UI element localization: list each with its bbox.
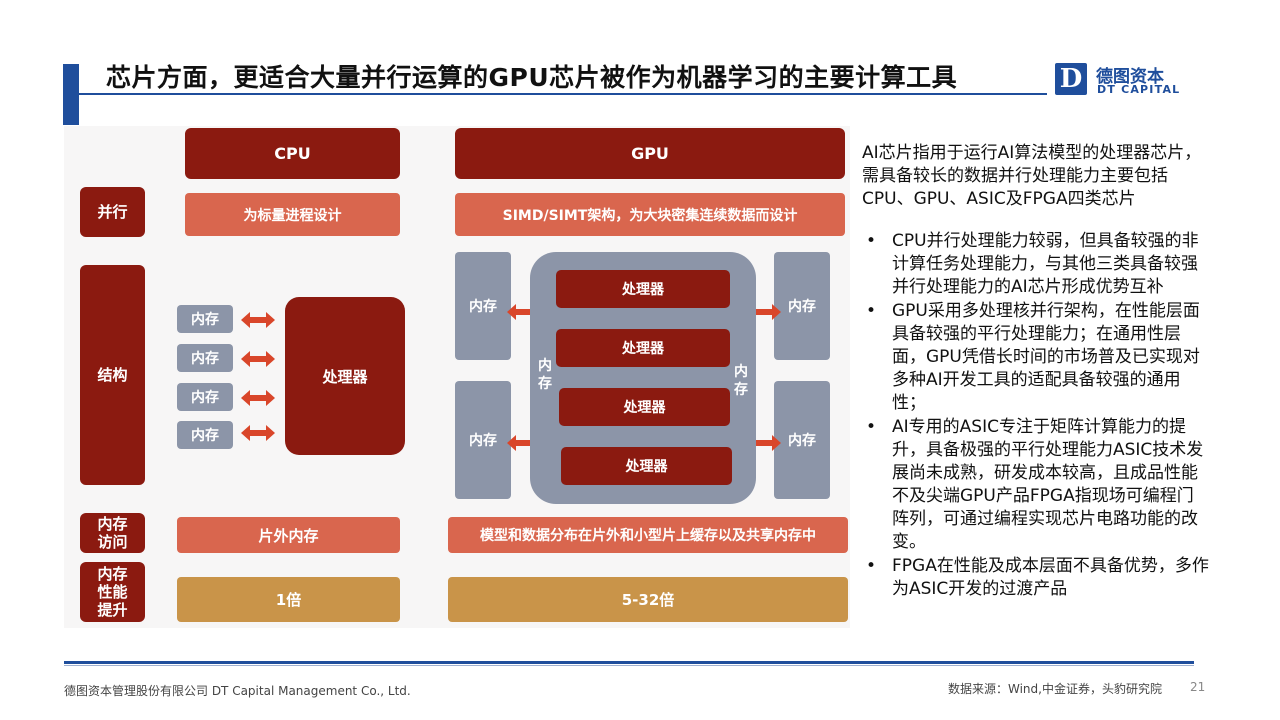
double-arrow-icon <box>241 312 275 328</box>
gpu-processor-block: 处理器 <box>561 447 732 485</box>
cpu-memory-block: 内存 <box>177 421 233 449</box>
gpu-title: GPU <box>455 128 845 179</box>
double-arrow-icon <box>241 390 275 406</box>
bullet-dot-icon: • <box>866 301 877 321</box>
title-divider <box>79 93 1047 95</box>
footer-divider-thin <box>64 665 1194 666</box>
gpu-core-cluster: 内 存 内 存 处理器 处理器 处理器 处理器 <box>530 252 756 504</box>
bullet-item: • CPU并行处理能力较弱，但具备较强的非计算任务处理能力，与其他三类具备较强并行… <box>862 230 1210 299</box>
double-arrow-icon <box>241 351 275 367</box>
gpu-parallel-cell: SIMD/SIMT架构，为大块密集连续数据而设计 <box>455 193 845 236</box>
gpu-inner-memory-label: 内 存 <box>538 358 552 392</box>
gpu-mem-access-cell: 模型和数据分布在片外和小型片上缓存以及共享内存中 <box>448 517 848 553</box>
cpu-parallel-cell: 为标量进程设计 <box>185 193 400 236</box>
bullet-dot-icon: • <box>866 231 877 251</box>
cpu-title: CPU <box>185 128 400 179</box>
bullet-dot-icon: • <box>866 417 877 437</box>
page-number: 21 <box>1190 680 1206 694</box>
gpu-memory-block: 内存 <box>455 252 511 360</box>
intro-paragraph: AI芯片指用于运行AI算法模型的处理器芯片，需具备较长的数据并行处理能力主要包括… <box>862 143 1202 209</box>
row-label-mem-perf: 内存 性能 提升 <box>80 562 145 622</box>
cpu-memory-block: 内存 <box>177 383 233 411</box>
cpu-gpu-comparison-diagram: CPU GPU 并行 结构 内存 访问 内存 性能 提升 为标量进程设计 SIM… <box>64 126 850 628</box>
footer-source: 数据来源：Wind,中金证券，头豹研究院 <box>948 682 1162 696</box>
gpu-inner-memory-label: 内 存 <box>734 364 748 398</box>
cpu-processor-block: 处理器 <box>285 297 405 455</box>
row-label-parallel: 并行 <box>80 187 145 237</box>
footer-company: 德图资本管理股份有限公司 DT Capital Management Co., … <box>64 684 411 698</box>
row-label-mem-access: 内存 访问 <box>80 513 145 553</box>
gpu-memory-block: 内存 <box>455 381 511 499</box>
cpu-mem-access-cell: 片外内存 <box>177 517 400 553</box>
dt-logo-icon: D <box>1055 63 1087 95</box>
gpu-processor-block: 处理器 <box>556 329 730 367</box>
title-accent-bar <box>63 64 79 125</box>
row-label-structure: 结构 <box>80 265 145 485</box>
gpu-processor-block: 处理器 <box>559 388 730 426</box>
bullet-text: FPGA在性能及成本层面不具备优势，多作为ASIC开发的过渡产品 <box>892 556 1209 599</box>
bullet-text: AI专用的ASIC专注于矩阵计算能力的提升，具备极强的平行处理能力ASIC技术发… <box>892 417 1204 552</box>
bullet-list: • CPU并行处理能力较弱，但具备较强的非计算任务处理能力，与其他三类具备较强并行… <box>862 230 1210 602</box>
bullet-dot-icon: • <box>866 556 877 576</box>
bullet-item: • AI专用的ASIC专注于矩阵计算能力的提升，具备极强的平行处理能力ASIC技术… <box>862 416 1210 554</box>
gpu-perf-cell: 5-32倍 <box>448 577 848 622</box>
page-title: 芯片方面，更适合大量并行运算的GPU芯片被作为机器学习的主要计算工具 <box>106 63 958 92</box>
footer-divider <box>64 661 1194 664</box>
logo-en-text: DT CAPITAL <box>1097 83 1181 96</box>
bullet-item: • FPGA在性能及成本层面不具备优势，多作为ASIC开发的过渡产品 <box>862 555 1210 601</box>
double-arrow-icon <box>241 425 275 441</box>
cpu-memory-block: 内存 <box>177 344 233 372</box>
gpu-memory-block: 内存 <box>774 381 830 499</box>
bullet-text: GPU采用多处理核并行架构，在性能层面具备较强的平行处理能力；在通用性层面，GP… <box>892 301 1200 413</box>
logo-cn-text: 德图资本 <box>1096 67 1164 87</box>
cpu-perf-cell: 1倍 <box>177 577 400 622</box>
bullet-text: CPU并行处理能力较弱，但具备较强的非计算任务处理能力，与其他三类具备较强并行处… <box>892 231 1199 297</box>
gpu-processor-block: 处理器 <box>556 270 730 308</box>
cpu-memory-block: 内存 <box>177 305 233 333</box>
bullet-item: • GPU采用多处理核并行架构，在性能层面具备较强的平行处理能力；在通用性层面，G… <box>862 300 1210 415</box>
gpu-memory-block: 内存 <box>774 252 830 360</box>
